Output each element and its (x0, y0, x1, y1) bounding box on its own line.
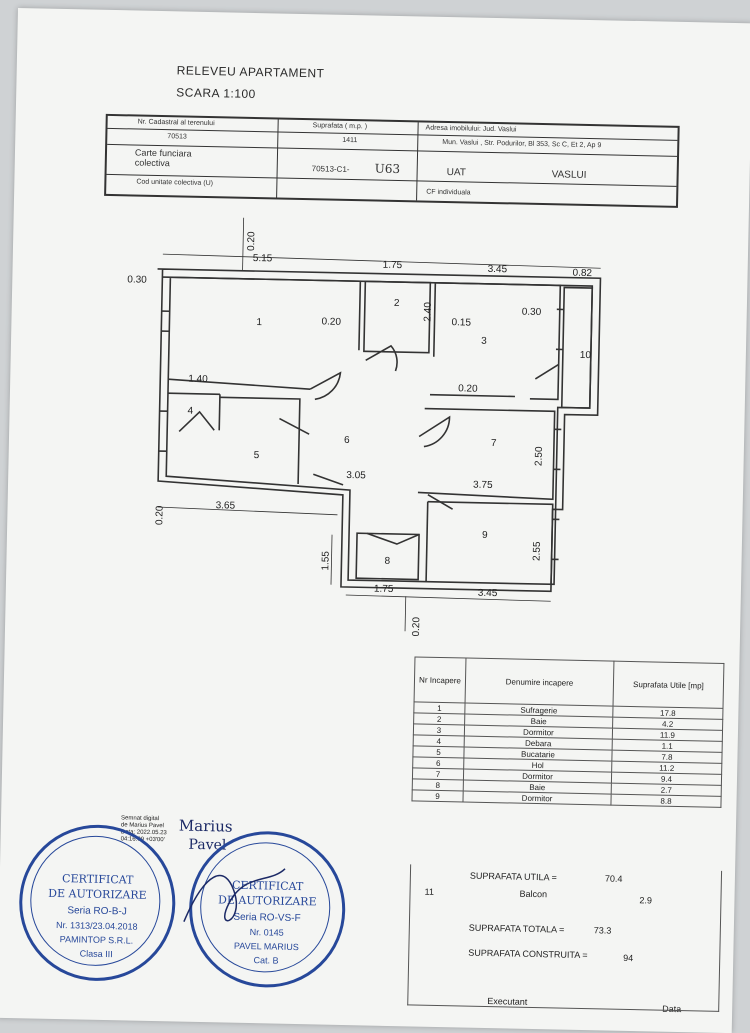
handwritten-signature (173, 851, 295, 943)
room-name-cell: Dormitor (463, 791, 611, 805)
dim-label: 3.05 (346, 470, 366, 481)
stamp-text: Cat. B (191, 954, 341, 967)
room-number: 8 (384, 556, 390, 567)
room-number: 7 (491, 438, 497, 449)
document-photo: RELEVEU APARTAMENT SCARA 1:100 Nr. Cadas… (0, 0, 750, 1000)
dim-label: 2.50 (534, 446, 545, 466)
dim-label: 3.65 (216, 500, 236, 511)
stamp-text: PAMINTOP S.R.L. (21, 933, 171, 946)
room-number: 9 (482, 530, 488, 541)
signature-name-1: Marius (179, 817, 233, 836)
dim-label: 0.82 (572, 268, 592, 279)
room-number: 2 (394, 298, 400, 309)
dim-label: 0.20 (246, 231, 257, 251)
col-nr: Nr Incapere (414, 657, 466, 703)
dim-label: 3.75 (473, 480, 493, 491)
room-number: 1 (256, 317, 262, 328)
dim-label: 2.40 (423, 302, 434, 322)
dim-label: 0.20 (321, 316, 341, 327)
dim-label: 2.55 (532, 541, 543, 561)
dim-label: 0.15 (451, 317, 471, 328)
dim-label: 0.20 (154, 505, 165, 525)
dim-label: 0.20 (411, 616, 422, 636)
room-number: 4 (187, 406, 193, 417)
certification-stamp-1: CERTIFICAT DE AUTORIZARE Seria RO-B-J Nr… (18, 823, 177, 982)
room-number: 6 (344, 435, 350, 446)
room-area-cell: 8.8 (611, 794, 721, 807)
room-number: 10 (580, 350, 592, 361)
dim-label: 1.55 (320, 551, 331, 571)
dim-label: 1.75 (383, 260, 403, 271)
stamp-text: Clasa III (21, 947, 171, 960)
dim-label: 1.75 (374, 584, 394, 595)
room-number: 3 (481, 336, 487, 347)
dim-label: 5.15 (253, 253, 273, 264)
summary-box (407, 864, 722, 1012)
dim-label: 3.45 (478, 588, 498, 599)
dim-label: 1.40 (188, 374, 208, 385)
rooms-table: Nr Incapere Denumire incapere Suprafata … (411, 656, 724, 807)
paper-sheet: RELEVEU APARTAMENT SCARA 1:100 Nr. Cadas… (0, 8, 750, 1033)
dim-label: 0.20 (458, 383, 478, 394)
dim-label: 0.30 (522, 307, 542, 318)
dim-label: 0.30 (127, 274, 147, 285)
floor-plan: 0.20 5.15 1.75 3.45 0.82 0.30 0.20 2.40 … (3, 8, 750, 723)
dim-label: 3.45 (488, 264, 508, 275)
room-number: 5 (254, 450, 260, 461)
col-area: Suprafata Utile [mp] (613, 661, 724, 708)
col-name: Denumire incapere (465, 658, 614, 706)
room-nr-cell: 9 (412, 790, 463, 802)
